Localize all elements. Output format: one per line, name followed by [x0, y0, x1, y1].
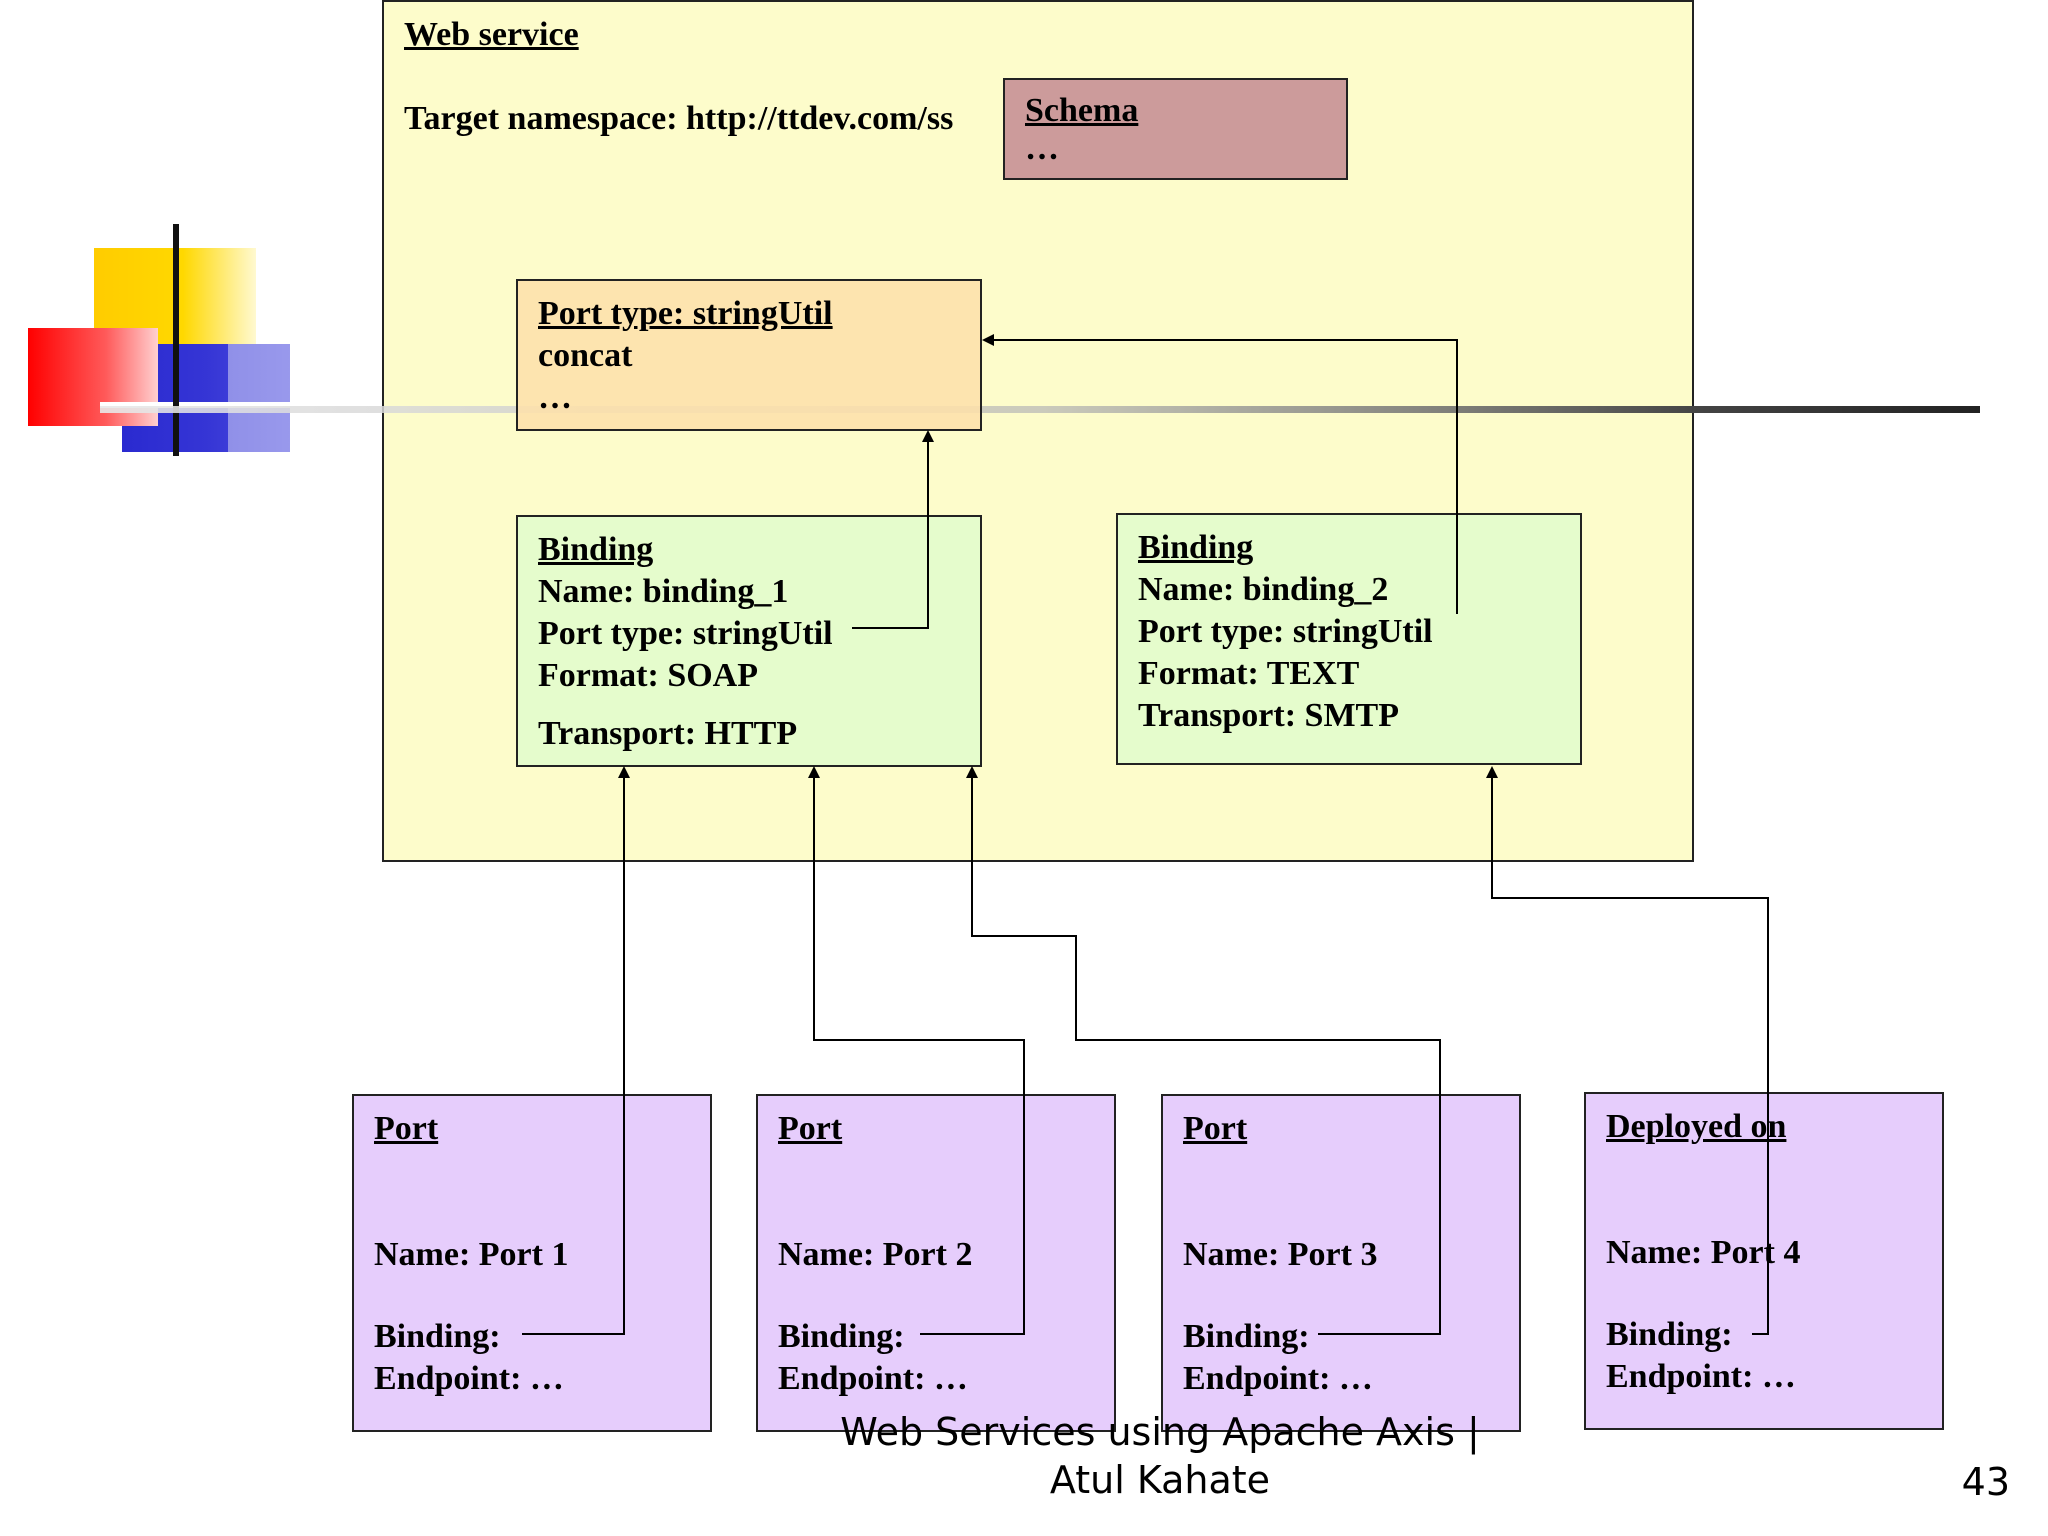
port-2-endpoint: Endpoint: … — [778, 1360, 968, 1397]
arrow-port4-to-binding2 — [1486, 766, 1769, 1335]
target-namespace: Target namespace: http://ttdev.com/ss — [404, 100, 954, 137]
binding-1-box: Binding Name: binding_1 Port type: strin… — [516, 515, 982, 767]
binding-2-box: Binding Name: binding_2 Port type: strin… — [1116, 513, 1582, 765]
decorative-logo — [28, 222, 296, 458]
port-4-box: Deployed on Name: Port 4 Binding: Endpoi… — [1584, 1092, 1944, 1430]
port-1-binding: Binding: — [374, 1318, 501, 1355]
port-1-box: Port Name: Port 1 Binding: Endpoint: … — [352, 1094, 712, 1432]
port-3-name: Name: Port 3 — [1183, 1236, 1378, 1273]
port-2-box: Port Name: Port 2 Binding: Endpoint: … — [756, 1094, 1116, 1432]
port-type-more: … — [538, 379, 572, 416]
port-type-operation: concat — [538, 337, 633, 374]
port-type-title: Port type: stringUtil — [538, 295, 833, 332]
port-1-name: Name: Port 1 — [374, 1236, 569, 1273]
port-3-box: Port Name: Port 3 Binding: Endpoint: … — [1161, 1094, 1521, 1432]
port-3-title: Port — [1183, 1110, 1248, 1147]
page-number: 43 — [1961, 1460, 2010, 1504]
decorative-rule — [100, 406, 1980, 413]
arrow-port2-to-binding1 — [808, 766, 1025, 1335]
port-2-name: Name: Port 2 — [778, 1236, 973, 1273]
port-2-title: Port — [778, 1110, 843, 1147]
port-4-endpoint: Endpoint: … — [1606, 1358, 1796, 1395]
binding-2-port-type: Port type: stringUtil — [1138, 613, 1433, 650]
binding-1-format: Format: SOAP — [538, 657, 759, 694]
footer-line-2: Atul Kahate — [1049, 1458, 1271, 1502]
slide-footer: Web Services using Apache Axis | Atul Ka… — [780, 1408, 1540, 1504]
binding-1-transport: Transport: HTTP — [538, 715, 798, 752]
footer-line-1: Web Services using Apache Axis | — [840, 1410, 1480, 1454]
binding-1-name: Name: binding_1 — [538, 573, 789, 610]
arrow-binding1-to-porttype — [852, 430, 934, 629]
binding-1-title: Binding — [538, 531, 654, 568]
port-2-binding: Binding: — [778, 1318, 905, 1355]
binding-2-title: Binding — [1138, 529, 1254, 566]
schema-title: Schema — [1025, 92, 1139, 129]
port-3-binding: Binding: — [1183, 1318, 1310, 1355]
port-type-box: Port type: stringUtil concat … — [516, 279, 982, 431]
arrow-port1-to-binding1 — [522, 766, 630, 1335]
binding-2-name: Name: binding_2 — [1138, 571, 1389, 608]
port-3-endpoint: Endpoint: … — [1183, 1360, 1373, 1397]
binding-1-port-type: Port type: stringUtil — [538, 615, 833, 652]
port-4-title: Deployed on — [1606, 1108, 1787, 1145]
port-1-endpoint: Endpoint: … — [374, 1360, 564, 1397]
schema-box: Schema … — [1003, 78, 1348, 180]
arrow-binding2-to-porttype — [982, 334, 1458, 614]
binding-2-format: Format: TEXT — [1138, 655, 1360, 692]
port-1-title: Port — [374, 1110, 439, 1147]
schema-body: … — [1025, 130, 1059, 167]
binding-2-transport: Transport: SMTP — [1138, 697, 1399, 734]
arrow-port3-to-binding1 — [966, 766, 1441, 1335]
web-service-title: Web service — [404, 16, 579, 53]
port-4-binding: Binding: — [1606, 1316, 1733, 1353]
